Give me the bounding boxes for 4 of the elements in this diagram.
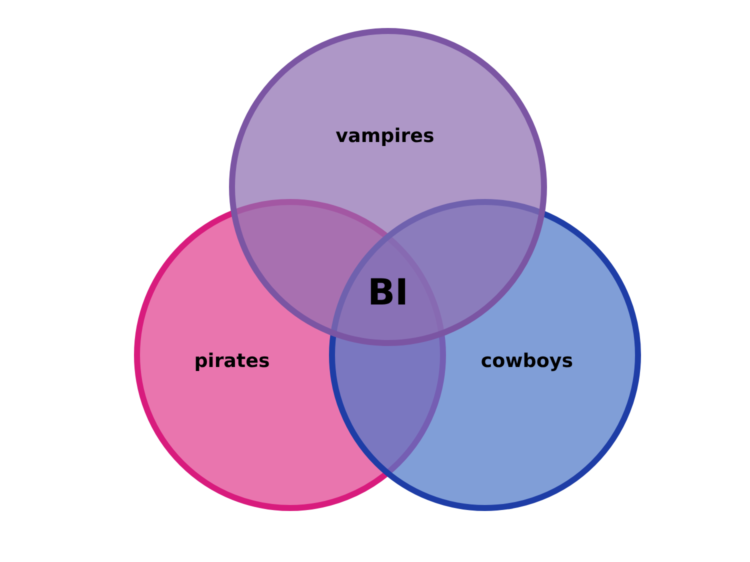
intersection-label: BI [368, 272, 408, 314]
set-label: cowboys [480, 350, 574, 372]
set-label: vampires [336, 125, 434, 147]
set-label: pirates [194, 350, 270, 372]
